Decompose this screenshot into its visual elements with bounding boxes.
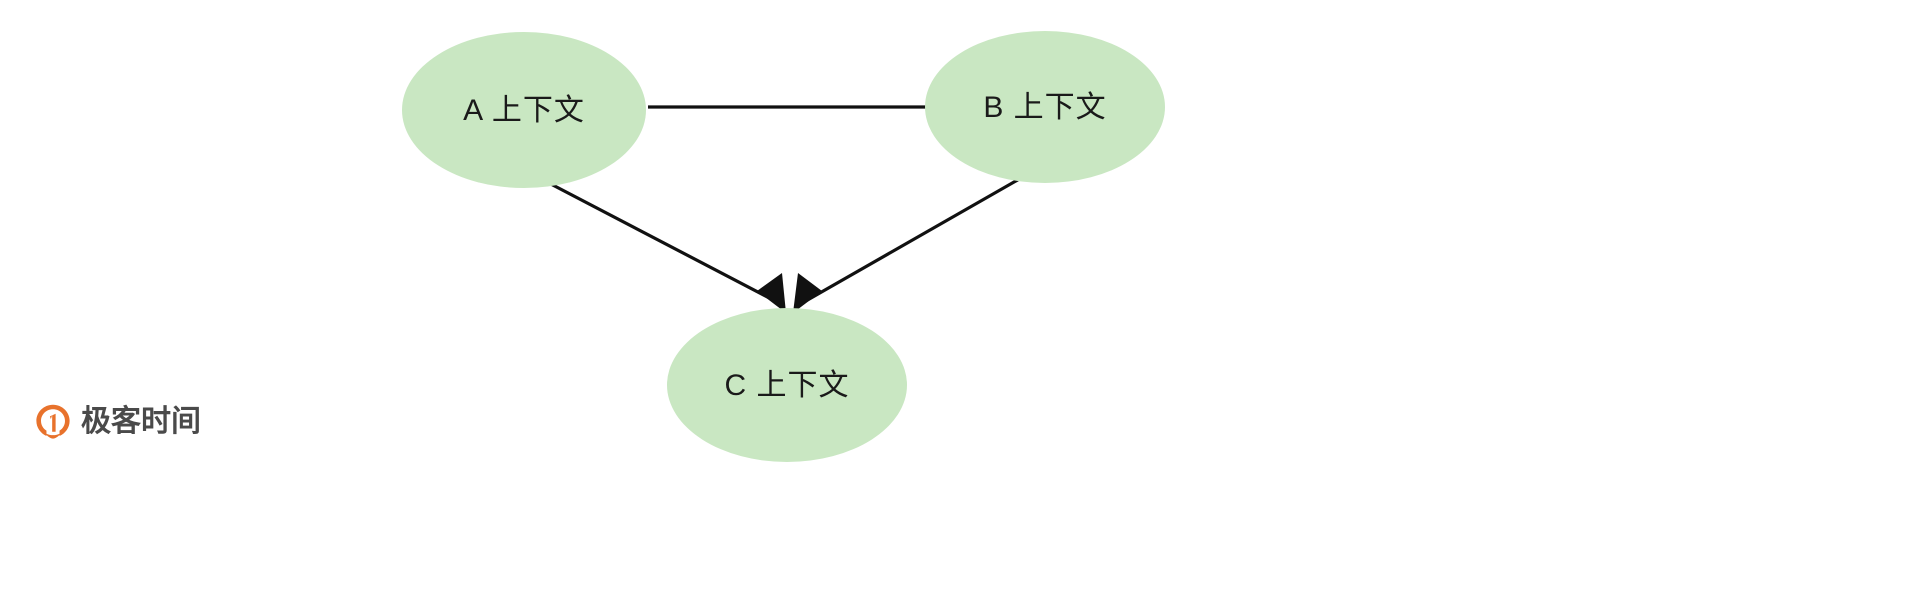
edge-a-to-c <box>523 168 786 313</box>
node-b-ellipse[interactable] <box>925 31 1165 183</box>
node-c-context[interactable]: C 上下文 <box>667 308 907 462</box>
node-b-label: B 上下文 <box>983 91 1106 124</box>
node-c-label: C 上下文 <box>725 369 850 402</box>
node-c-ellipse[interactable] <box>667 308 907 462</box>
edge-a-to-c-arrowhead <box>757 273 786 313</box>
geektime-logo-icon <box>36 404 70 439</box>
edge-b-to-c-arrowhead <box>793 273 822 313</box>
node-b-context[interactable]: B 上下文 <box>925 31 1165 183</box>
edge-b-to-c <box>793 164 1043 313</box>
edge-a-to-c-line <box>523 168 778 304</box>
brand-name: 极客时间 <box>81 404 201 439</box>
node-a-label: A 上下文 <box>463 94 585 127</box>
brand-logo: 极客时间 <box>34 403 201 441</box>
edge-b-to-c-line <box>803 164 1043 304</box>
node-a-context[interactable]: A 上下文 <box>402 32 646 188</box>
node-a-ellipse[interactable] <box>402 32 646 188</box>
